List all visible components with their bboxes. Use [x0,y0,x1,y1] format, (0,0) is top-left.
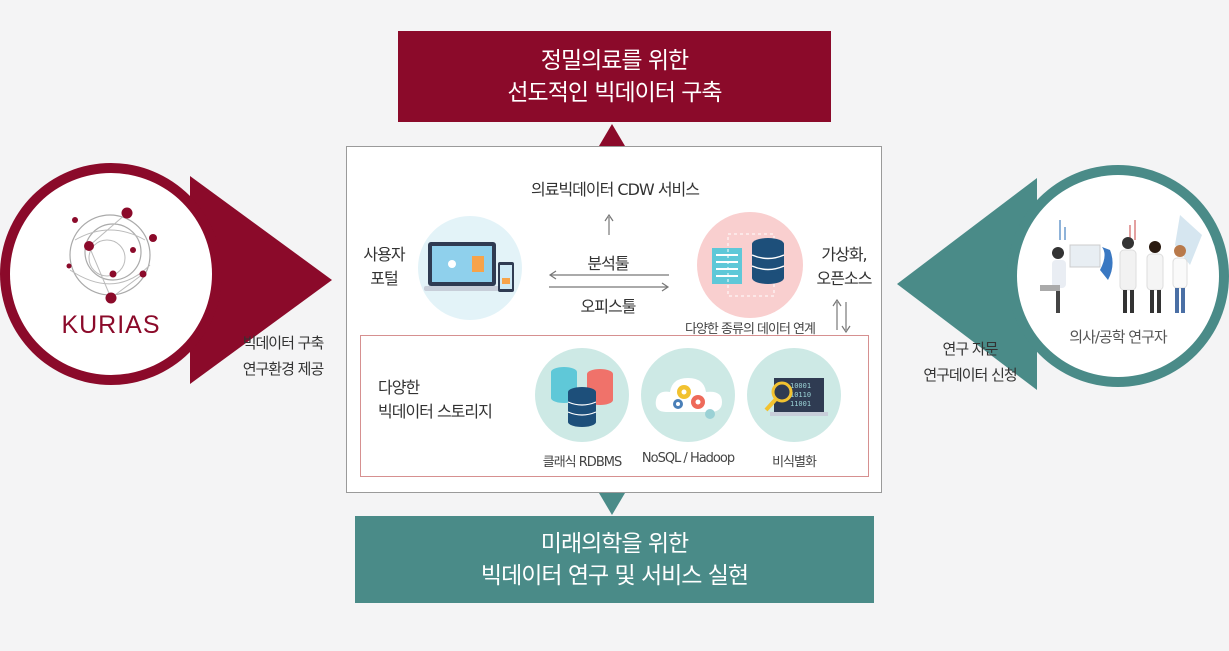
arrow-up-icon [604,214,614,235]
left-caption-line2: 연구환경 제공 [242,360,325,378]
user-portal-label: 사용자 포털 [355,243,413,291]
right-caption: 연구 자문 연구데이터 신청 [905,336,1035,388]
storage-item-rdbms: 클래식 RDBMS [542,455,622,470]
bottom-banner-line2: 빅데이터 연구 및 서비스 실현 [480,562,749,589]
storage-item-deidentify: 비식별화 [772,455,817,470]
virtualization-line2: 오픈소스 [816,269,873,288]
user-portal-line1: 사용자 [363,245,405,264]
right-caption-line2: 연구데이터 신청 [923,366,1017,384]
bottom-banner-line1: 미래의학을 위한 [540,530,689,557]
kurias-logo-text: KURIAS [61,311,161,339]
rdbms-database-icon [551,367,613,427]
cdw-service-label: 의료빅데이터 CDW 서비스 [531,180,700,199]
database-icon [712,233,785,297]
laptop-icon [424,242,514,292]
virtualization-label: 가상화, 오픈소스 [808,243,880,291]
kurias-network-icon [66,207,157,304]
storage-title-line2: 빅데이터 스토리지 [378,402,493,421]
top-banner-line2: 선도적인 빅데이터 구축 [507,79,722,106]
vertical-bidirectional-arrow-icon [832,299,851,333]
left-caption-line1: 빅데이터 구축 [242,334,325,352]
office-tool-label: 오피스툴 [580,297,637,316]
researcher-label: 의사/공학 연구자 [1069,328,1167,346]
svg-text:10110: 10110 [790,391,811,399]
left-caption: 빅데이터 구축 연구환경 제공 [228,330,338,382]
user-portal-line2: 포털 [370,269,398,288]
storage-title-line1: 다양한 [378,378,420,397]
data-link-label: 다양한 종류의 데이터 연계 [685,322,816,337]
top-banner: 정밀의료를 위한 선도적인 빅데이터 구축 [398,31,831,122]
analysis-tool-label: 분석툴 [587,254,629,273]
svg-text:10001: 10001 [790,382,811,390]
right-caption-line1: 연구 자문 [942,340,999,358]
up-arrow-icon [599,124,625,146]
svg-text:11001: 11001 [790,400,811,408]
magnifier-binary-icon: 10001 10110 11001 [764,378,828,416]
bottom-banner: 미래의학을 위한 빅데이터 연구 및 서비스 실현 [355,516,874,603]
bidirectional-arrow-icon [548,270,670,292]
storage-item-nosql: NoSQL / Hadoop [641,451,735,466]
cloud-gear-icon [655,378,722,419]
down-arrow-icon [599,493,625,515]
researchers-icon [1040,215,1202,313]
top-banner-line1: 정밀의료를 위한 [540,47,689,74]
virtualization-line1: 가상화, [821,245,867,264]
storage-title: 다양한 빅데이터 스토리지 [378,376,528,424]
